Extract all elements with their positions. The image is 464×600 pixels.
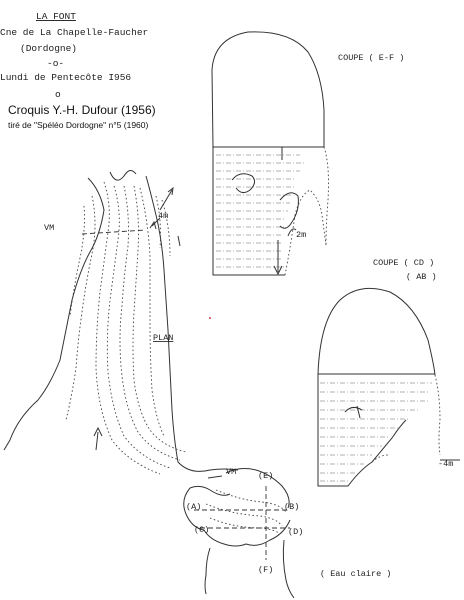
plan-flow-arrow-down xyxy=(151,217,161,227)
plan-contour-9 xyxy=(161,199,171,257)
section-ef-small-arrow xyxy=(287,228,297,237)
point-d-label: (D) xyxy=(288,527,303,537)
plan-scale-tick xyxy=(177,235,181,247)
header-department: (Dordogne) xyxy=(20,43,77,54)
plan-flow-arrowhead-down xyxy=(149,220,157,230)
point-f-label: (F) xyxy=(258,565,273,575)
spring-contour-3 xyxy=(209,517,281,535)
credit-source: tiré de "Spéléo Dordogne" n°5 (1960) xyxy=(8,120,148,130)
section-ef-ceiling xyxy=(211,31,325,148)
header-mark: o xyxy=(55,89,61,100)
coupe-ab-label: ( AB ) xyxy=(406,272,437,282)
header-separator: -o- xyxy=(47,58,64,69)
section-ef-floor xyxy=(212,147,285,276)
spring-outflow-right xyxy=(282,539,295,599)
plan-vm-line xyxy=(81,229,147,235)
vm-left-label: VM xyxy=(44,223,54,233)
header-title: LA FONT xyxy=(36,11,76,22)
section-cd-floor-dots xyxy=(371,454,389,463)
section-ef: COUPE ( E-F ) 2m xyxy=(211,31,404,276)
water-hatch-cd xyxy=(320,382,432,482)
section-cd-right-wall xyxy=(434,374,441,456)
point-b-label: (B) xyxy=(284,502,299,512)
plan-contour-2 xyxy=(106,185,171,469)
header-date: Lundi de Pentecôte I956 xyxy=(0,72,131,83)
coupe-ef-label: COUPE ( E-F ) xyxy=(338,53,404,63)
plan-contour-6 xyxy=(65,195,96,421)
plan-outer-left-wall xyxy=(3,177,105,451)
section-ef-rock-right xyxy=(279,192,299,229)
credit-block: Croquis Y.-H. Dufour (1956) tiré de "Spé… xyxy=(8,103,156,130)
spring-outline-upper-left xyxy=(189,485,231,496)
plan-contour-1 xyxy=(95,181,161,475)
section-ef-dotted-wall xyxy=(284,189,327,276)
plan-flow-arrow-up xyxy=(159,189,173,211)
spring-contour-2 xyxy=(205,503,283,527)
plan-entrance xyxy=(109,170,137,181)
vm-bottom-label: VM xyxy=(226,467,236,477)
section-cd-rock-mark xyxy=(344,406,363,413)
section-cd-floor xyxy=(317,374,407,487)
water-hatch-ef xyxy=(216,154,305,268)
section-cd-ceiling xyxy=(317,287,436,376)
point-e-label: (E) xyxy=(258,471,273,481)
plan-flow-arrowhead-main xyxy=(93,426,103,437)
section-cd-tick xyxy=(356,405,361,419)
section-cd-ab: COUPE ( CD ) ( AB ) -4m xyxy=(317,258,460,487)
coupe-cd-label: COUPE ( CD ) xyxy=(373,258,434,268)
header-block: LA FONT Cne de La Chapelle-Faucher (Dord… xyxy=(0,11,148,100)
plan-flow-arrowhead-up xyxy=(167,186,174,196)
scale-4m-section-label: -4m xyxy=(438,459,453,469)
spring-contour-1 xyxy=(215,489,287,513)
plan-label: PLAN xyxy=(153,333,173,343)
plan-flow-arrow-main xyxy=(95,431,99,451)
credit-author: Croquis Y.-H. Dufour (1956) xyxy=(8,103,156,117)
section-ef-rock-outline xyxy=(231,173,256,194)
section-ef-dotted-right xyxy=(323,146,329,246)
spring-outline-main xyxy=(183,487,291,547)
plan-contour-4 xyxy=(132,185,187,453)
section-ef-depth-arrow xyxy=(273,265,283,276)
plan-scale-4m-label: 4m xyxy=(158,211,168,221)
spring-outflow xyxy=(204,547,211,595)
red-mark xyxy=(209,317,211,319)
plan-contour-7 xyxy=(69,205,85,317)
scale-2m-label: 2m xyxy=(296,230,306,240)
spring-vm-tick xyxy=(207,475,223,479)
spring-outline-top xyxy=(225,468,290,509)
eau-claire-label: ( Eau claire ) xyxy=(320,569,391,579)
spring-detail: VM (A) (B) (C) (D) (E) (F) ( Eau claire … xyxy=(183,467,391,599)
point-a-label: (A) xyxy=(186,502,201,512)
point-c-label: (C) xyxy=(194,525,209,535)
plan-view: 4m VM PLAN xyxy=(3,170,239,475)
plan-contour-8 xyxy=(155,195,161,249)
plan-contour-3 xyxy=(119,185,181,461)
header-commune: Cne de La Chapelle-Faucher xyxy=(0,27,148,38)
